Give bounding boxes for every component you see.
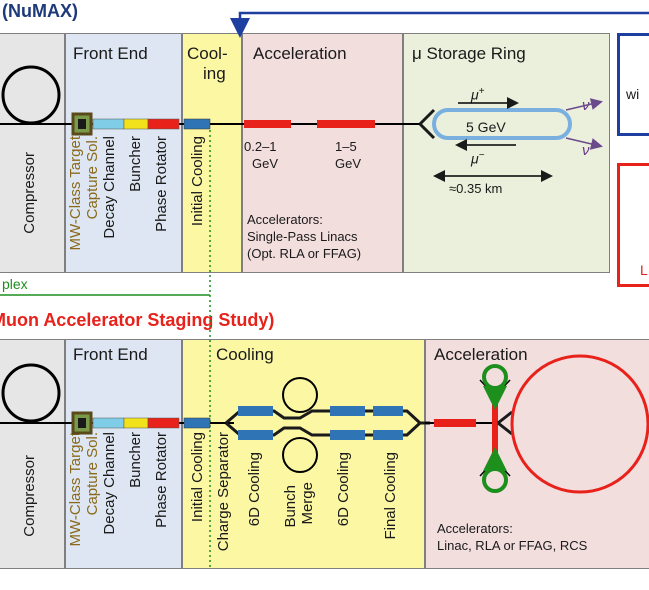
bottom-phase-rotator [147,417,180,429]
ring-length: ≈0.35 km [449,181,503,196]
top-accelerators-label-2: Single-Pass Linacs [247,229,358,244]
ring-mu-plus: μ+ [471,86,485,103]
top-accelerators-label-1: Accelerators: [247,212,323,227]
top-linac-2 [317,120,375,128]
top-phase-rotator [147,118,180,130]
top-title: (NuMAX) [2,1,78,21]
cooling-split-merge [225,377,430,473]
linac1-label-1: 0.2–1 [244,139,277,154]
storage-ring [418,97,603,182]
top-acceleration-label: Acceleration [253,44,347,63]
top-cooling-box [182,33,242,273]
bottom-front-end-label: Front End [73,345,148,364]
top-front-end-label: Front End [73,44,148,63]
bottom-target [71,411,93,435]
top-compressor-box [0,33,65,273]
top-front-end-box [65,33,182,273]
top-buncher [123,118,149,130]
top-storage-ring-label: μ Storage Ring [412,44,526,63]
top-storage-ring-box [403,33,610,273]
bottom-front-end-box [65,339,182,569]
top-initial-cooling [183,118,211,130]
linac2-label-2: GeV [335,156,362,171]
bottom-acceleration-label: Acceleration [434,345,528,364]
bottom-acceleration-box [425,339,649,569]
bottom-buncher [123,417,149,429]
feedback-arrow [230,11,649,38]
bottom-compressor-ring [1,363,61,423]
linac2-label-1: 1–5 [335,139,357,154]
ring-energy: 5 GeV [466,119,506,135]
ring-nu-bottom: ν [582,142,590,159]
bottom-accelerators-label-1: Accelerators: [437,521,513,536]
bottom-acceleration-graphics [425,354,649,494]
bottom-cooling-label: Cooling [216,345,274,364]
top-linac-1 [244,120,291,128]
complex-boundary [0,130,211,569]
bottom-title: Muon Accelerator Staging Study) [0,310,275,330]
top-right-red-box [617,163,649,287]
ring-mu-minus: μ− [471,150,485,167]
top-right-text-1: wi [626,86,640,102]
top-right-text-2: L [640,262,648,278]
top-target [71,112,93,136]
bottom-accelerators-label-2: Linac, RLA or FFAG, RCS [437,538,588,553]
linac1-label-2: GeV [252,156,279,171]
top-cooling-label-1: Cool- [187,44,228,63]
top-accelerators-label-3: (Opt. RLA or FFAG) [247,246,362,261]
top-compressor-ring [1,65,61,125]
top-cooling-label-2: ing [203,64,226,83]
top-decay-channel [92,118,125,130]
top-acceleration-box [242,33,403,273]
bottom-decay-channel [92,417,125,429]
bottom-initial-cooling [183,417,211,429]
top-right-blue-box [617,33,649,136]
complex-label: plex [2,276,28,292]
